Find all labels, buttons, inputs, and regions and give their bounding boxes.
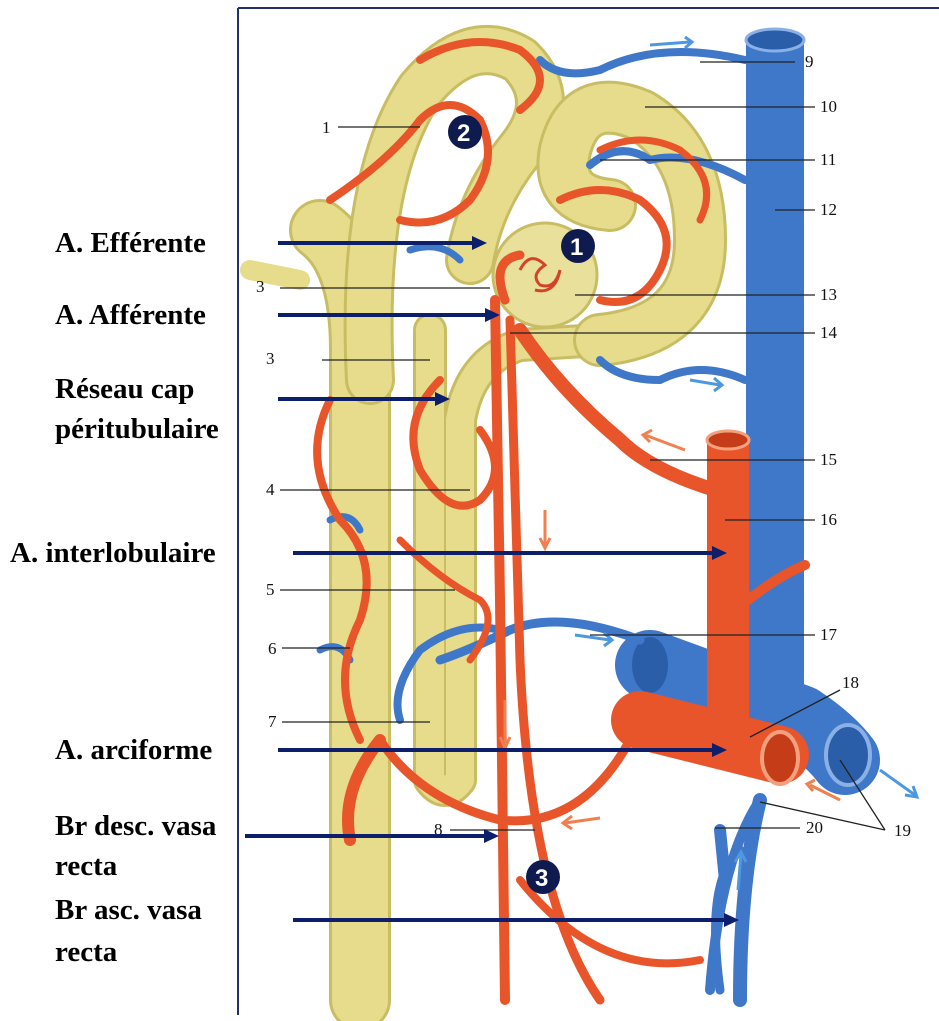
number-12: 12: [820, 200, 837, 219]
badge-1: 1: [561, 229, 595, 263]
number-4: 4: [266, 480, 275, 499]
label-asc-vasa-recta-line2: recta: [55, 935, 117, 969]
label-desc-vasa-recta-line1: Br desc. vasa: [55, 809, 216, 843]
svg-text:2: 2: [457, 120, 470, 147]
label-peritubular-network-line1: Réseau cap: [55, 372, 194, 406]
number-15: 15: [820, 450, 837, 469]
number-19: 19: [894, 821, 911, 840]
label-asc-vasa-recta-line1: Br asc. vasa: [55, 893, 202, 927]
number-7: 7: [268, 712, 277, 731]
number-20: 20: [806, 818, 823, 837]
svg-text:1: 1: [570, 234, 583, 261]
number-13: 13: [820, 285, 837, 304]
number-14: 14: [820, 323, 838, 342]
badge-2: 2: [448, 115, 482, 149]
number-18: 18: [842, 673, 859, 692]
label-peritubular-network-line2: péritubulaire: [55, 412, 219, 446]
number-11: 11: [820, 150, 836, 169]
vasa-recta-desc: [495, 300, 505, 1000]
number-6: 6: [268, 639, 277, 658]
number-10: 10: [820, 97, 837, 116]
number-1: 1: [322, 118, 331, 137]
number-3: 3: [266, 349, 275, 368]
number-9: 9: [805, 52, 814, 71]
number-16: 16: [820, 510, 837, 529]
label-efferent-artery: A. Efférente: [55, 226, 206, 260]
label-afferent-artery: A. Afférente: [55, 298, 206, 332]
svg-text:3: 3: [535, 865, 548, 892]
label-interlobular-artery: A. interlobulaire: [10, 536, 216, 570]
number-17: 17: [820, 625, 838, 644]
badge-3: 3: [526, 860, 560, 894]
label-desc-vasa-recta-line2: recta: [55, 849, 117, 883]
number-5: 5: [266, 580, 275, 599]
number-2-partial: 3: [256, 277, 265, 296]
label-arcuate-artery: A. arciforme: [55, 733, 212, 767]
